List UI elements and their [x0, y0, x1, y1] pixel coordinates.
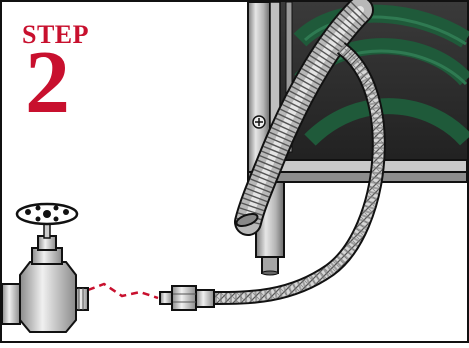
valve-handle-icon [17, 204, 77, 224]
screw-icon [253, 116, 265, 128]
step-number: 2 [25, 38, 70, 128]
